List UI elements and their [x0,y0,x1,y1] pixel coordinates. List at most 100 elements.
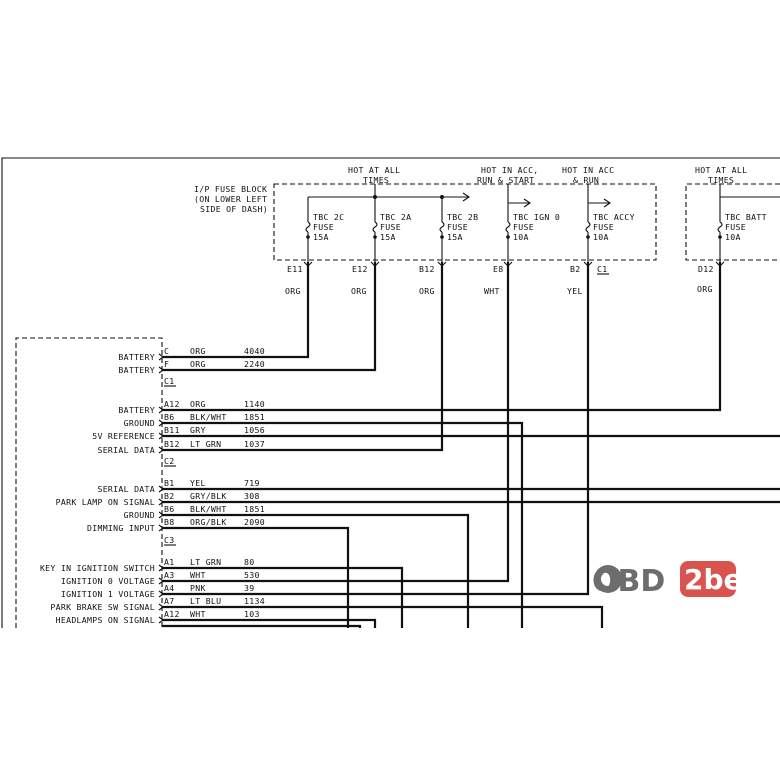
pin-label: GROUND [124,510,155,520]
module-pin-labels: BATTERY BATTERY BATTERY GROUND 5V REFERE… [40,352,155,625]
wire-1037 [162,262,444,452]
pin-label: 5V REFERENCE [92,431,155,441]
obd2be-logo: OBD 2be [592,561,743,599]
pin-id: B6 [164,504,174,514]
pin-circuit: 308 [244,491,260,501]
pin-label: SERIAL DATA [97,445,155,455]
wire-103 [162,618,377,628]
logo-text-2be: 2be [684,563,743,596]
pin-label: IGNITION 1 VOLTAGE [61,589,155,599]
wire-39 [162,262,590,596]
fuse-block-label-1: I/P FUSE BLOCK [194,184,267,194]
fuse-tbc-ign0 [505,203,511,262]
fuse-tbc-2b [439,195,445,262]
pin-label: IGNITION 0 VOLTAGE [61,576,155,586]
fuse-name-3: TBC 2B [447,212,478,222]
wire-1851-a [162,421,524,628]
fuse-tbc-accy [585,203,591,262]
pin-color: YEL [190,478,206,488]
pin-label: HEADLAMPS ON SIGNAL [56,615,155,625]
pin-color: BLK/WHT [190,412,227,422]
bus-label-3a: HOT IN ACC [562,165,614,175]
fuse-name-4: TBC IGN 0 [513,212,560,222]
module-pin-details: C ORG 4040 F ORG 2240 A12 ORG 1140 B6 BL… [164,346,265,619]
wire-color-3: ORG [419,286,435,296]
module-connector-c2: C2 [164,456,174,466]
fuse-pin-1: E11 [287,264,303,274]
fuse-block-outline [273,183,657,261]
pin-circuit: 39 [244,583,254,593]
wire-color-2: ORG [351,286,367,296]
pin-id: B12 [164,439,180,449]
fuse-rating-6: 10A [725,232,741,242]
fuse-type-6: FUSE [725,222,746,232]
pin-label: PARK LAMP ON SIGNAL [56,497,155,507]
fuse-name-2: TBC 2A [380,212,411,222]
wires [162,262,780,628]
pin-id: B1 [164,478,174,488]
pin-circuit: 1134 [244,596,265,606]
pin-circuit: 1037 [244,439,265,449]
bus-arrow-3 [603,198,611,208]
pin-color: LT BLU [190,596,221,606]
fuse-pin-3: B12 [419,264,435,274]
pin-color: WHT [190,570,206,580]
pin-color: GRY [190,425,206,435]
pin-color: WHT [190,609,206,619]
wire-1140 [162,262,722,412]
pin-label: PARK BRAKE SW SIGNAL [50,602,155,612]
fuse-pin-4: E8 [493,264,503,274]
fuse-pin-5: B2 [570,264,580,274]
wire-partial [162,624,362,628]
pin-color: LT GRN [190,439,221,449]
pin-circuit: 80 [244,557,254,567]
module-connector-c3: C3 [164,535,174,545]
fuse-name-1: TBC 2C [313,212,344,222]
pin-id: A12 [164,609,180,619]
bus-label-4a: HOT AT ALL [695,165,747,175]
pin-circuit: 1851 [244,504,265,514]
pin-label: GROUND [124,418,155,428]
bus-arrow-1 [462,192,470,202]
fuse-type-2: FUSE [380,222,401,232]
fuse-type-4: FUSE [513,222,534,232]
pin-id: B8 [164,517,174,527]
pin-label: BATTERY [118,405,155,415]
pin-id: C [164,346,169,356]
fuse-connector-c1: C1 [597,264,607,274]
pin-color: ORG [190,359,206,369]
pin-label: DIMMING INPUT [87,523,155,533]
fuse-tbc-2c [305,197,311,262]
wire-color-4: WHT [484,286,500,296]
bus-label-1b: TIMES [363,175,389,185]
wire-color-1: ORG [285,286,301,296]
pin-circuit: 1140 [244,399,265,409]
wire-1134 [162,605,604,628]
fuse-tbc-2a [372,195,378,262]
pin-circuit: 530 [244,570,260,580]
fuse-type-5: FUSE [593,222,614,232]
pin-circuit: 2240 [244,359,265,369]
pin-id: A7 [164,596,174,606]
pin-id: B11 [164,425,180,435]
pin-id: B6 [164,412,174,422]
pin-color: GRY/BLK [190,491,227,501]
fuse-pin-2: E12 [352,264,368,274]
wire-1851-b [162,513,470,628]
pin-circuit: 719 [244,478,260,488]
module-connector-c1: C1 [164,376,174,386]
pin-circuit: 2090 [244,517,265,527]
fuse-block-outline-right [685,183,780,261]
bus-arrow-2 [523,198,531,208]
pin-label: BATTERY [118,352,155,362]
fuse-tbc-batt [717,197,723,262]
bus-label-1a: HOT AT ALL [348,165,400,175]
pin-label: KEY IN IGNITION SWITCH [40,563,155,573]
fuse-type-3: FUSE [447,222,468,232]
pin-color: ORG [190,346,206,356]
pin-label: SERIAL DATA [97,484,155,494]
pin-circuit: 4040 [244,346,265,356]
pin-color: ORG [190,399,206,409]
pin-id: F [164,359,169,369]
